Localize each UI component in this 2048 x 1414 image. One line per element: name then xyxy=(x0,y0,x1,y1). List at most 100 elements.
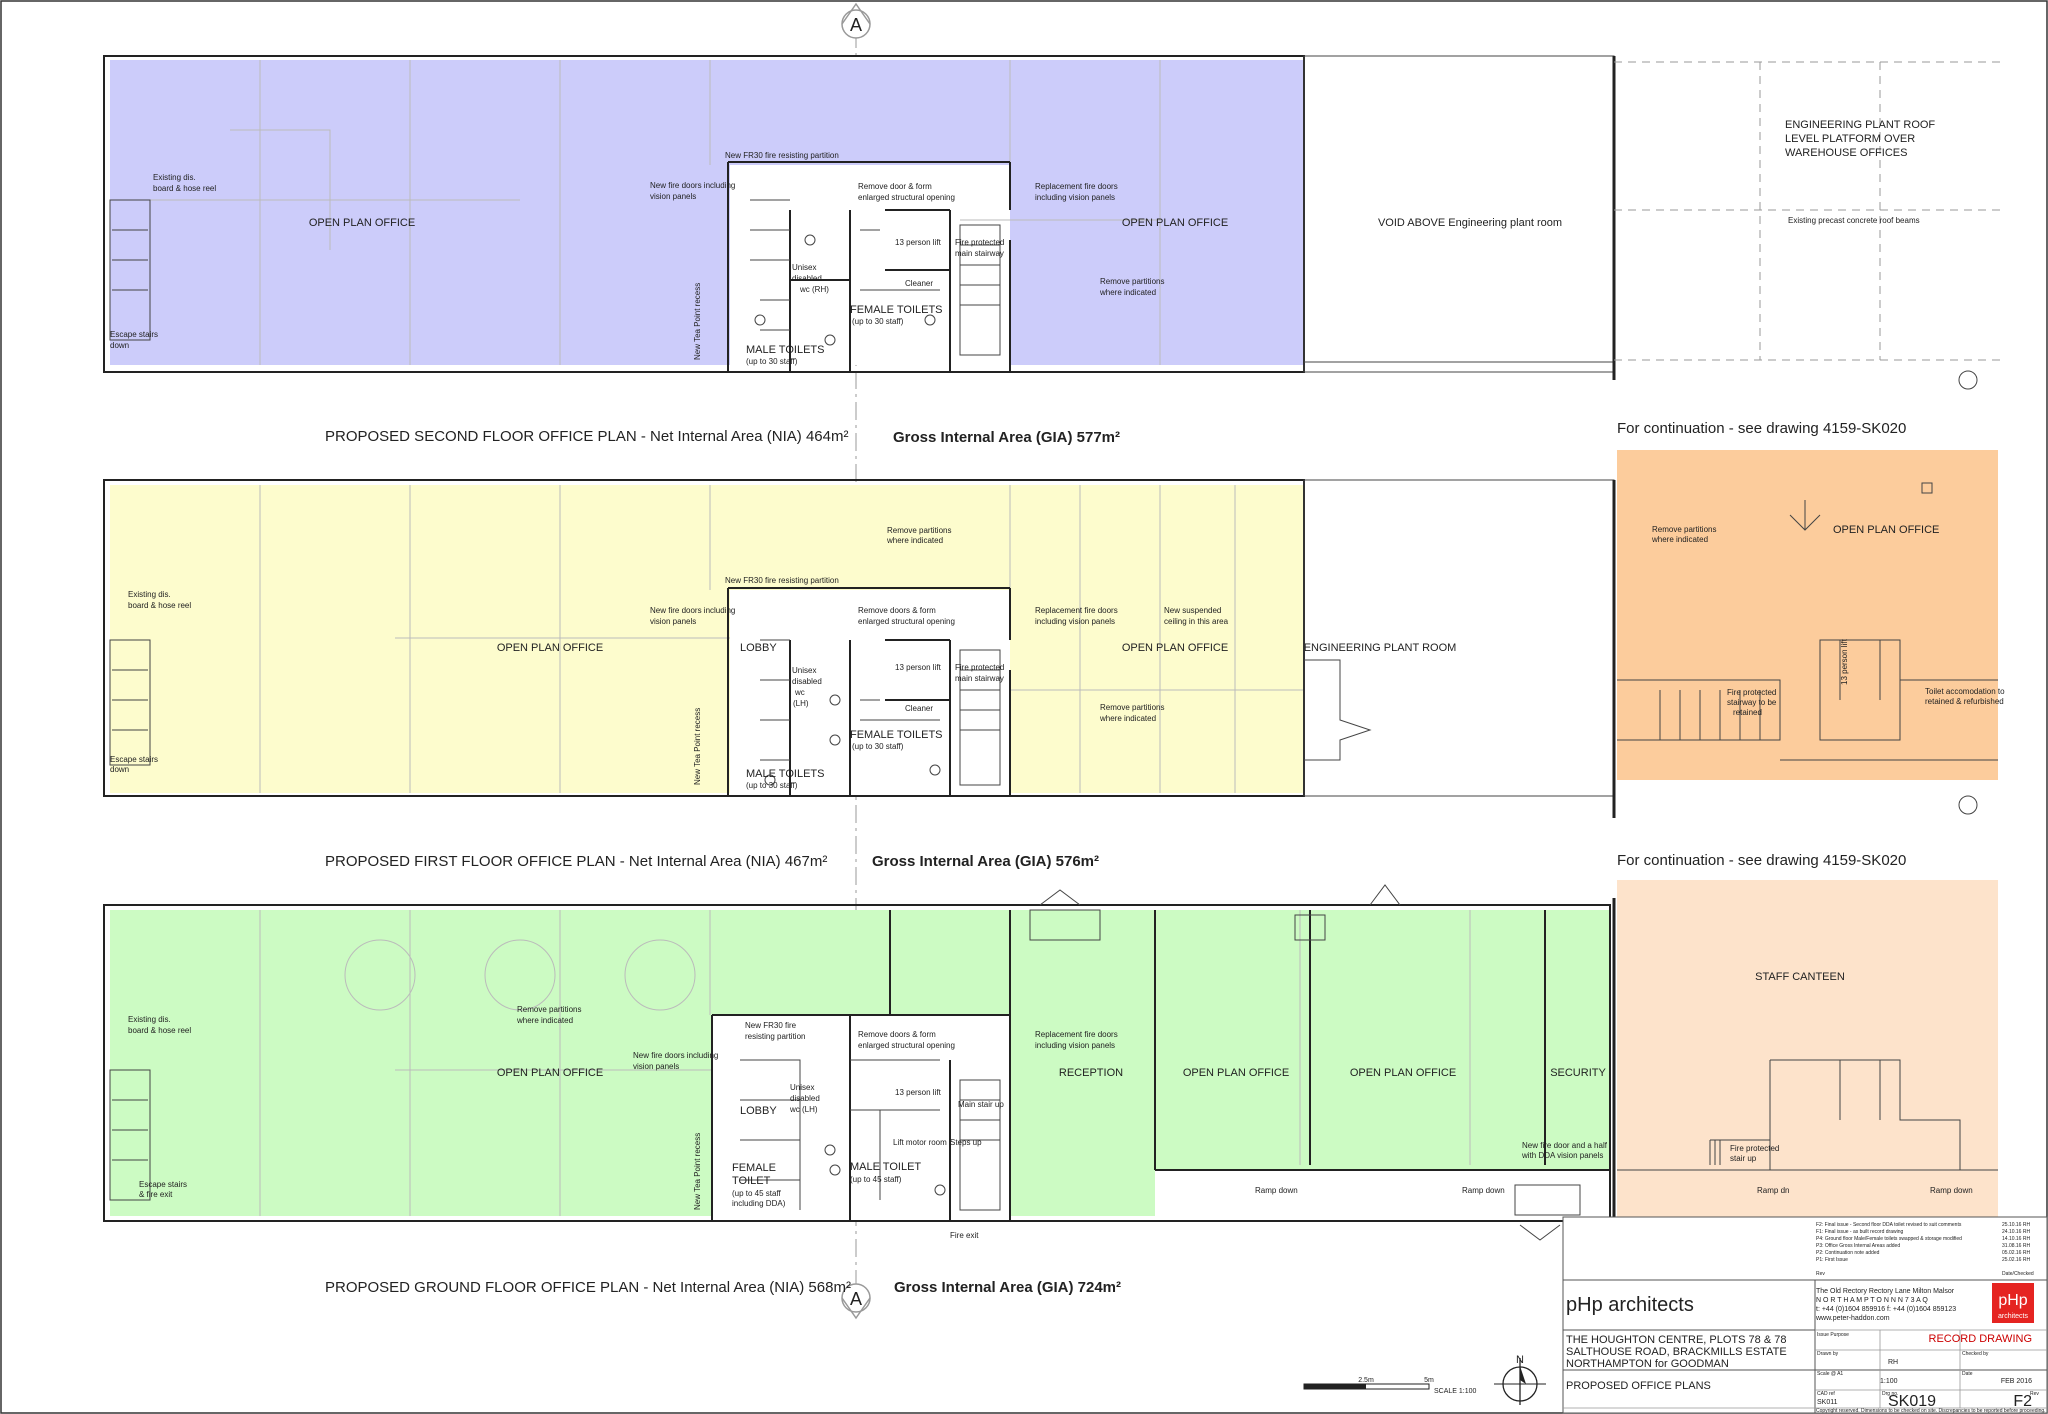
ff-existing-dis: Existing dis. xyxy=(128,590,171,599)
revision-number: F2 xyxy=(2013,1393,2032,1410)
php-logo: pHp architects xyxy=(1992,1283,2034,1323)
gf-existing-dis-2: board & hose reel xyxy=(128,1026,191,1035)
ff-escape-stairs-2: down xyxy=(110,765,129,774)
ff-remove-partitions-2: where indicated xyxy=(1099,714,1156,723)
second-floor-title: PROPOSED SECOND FLOOR OFFICE PLAN - Net … xyxy=(325,428,848,445)
revision-date: 25.10.16 RH xyxy=(2002,1222,2030,1228)
project-line-2: SALTHOUSE ROAD, BRACKMILLS ESTATE xyxy=(1566,1346,1787,1358)
firm-address-1: The Old Rectory Rectory Lane Milton Mals… xyxy=(1816,1288,1955,1295)
gf-new-tea-point: New Tea Point recess xyxy=(693,1133,702,1210)
sf-precast-beams: Existing precast concrete roof beams xyxy=(1788,216,1920,225)
second-floor-gia: Gross Internal Area (GIA) 577m² xyxy=(893,429,1120,446)
ff-escape-stairs: Escape stairs xyxy=(110,755,158,764)
cad-ref: SK011 xyxy=(1817,1399,1838,1406)
ff-cont-stair-2: stairway to be xyxy=(1727,698,1777,707)
ff-remove-top: Remove partitions xyxy=(887,526,951,535)
ff-lobby: LOBBY xyxy=(740,642,777,654)
ff-female-toilets: FEMALE TOILETS xyxy=(850,729,943,741)
gf-ramp-1: Ramp down xyxy=(1255,1186,1298,1195)
section-marker-bottom: A xyxy=(841,1283,871,1320)
gf-new-fire-doors-2: vision panels xyxy=(633,1062,679,1071)
gf-person-lift: 13 person lift xyxy=(895,1088,942,1097)
sf-replacement-doors-2: including vision panels xyxy=(1035,193,1115,202)
ff-fr30-note: New FR30 fire resisting partition xyxy=(725,576,839,585)
sf-person-lift: 13 person lift xyxy=(895,238,942,247)
sf-escape-stairs-2: down xyxy=(110,341,129,350)
gf-remove-door: Remove doors & form xyxy=(858,1030,936,1039)
gf-female-toilet: FEMALE xyxy=(732,1162,776,1174)
gf-open-plan-1: OPEN PLAN OFFICE xyxy=(497,1067,603,1079)
ff-new-tea-point: New Tea Point recess xyxy=(693,708,702,785)
ff-existing-dis-2: board & hose reel xyxy=(128,601,191,610)
ff-fire-protected-2: main stairway xyxy=(955,674,1004,683)
engineering-plant-room xyxy=(1303,479,1615,797)
issue-purpose: RECORD DRAWING xyxy=(1929,1333,2032,1345)
gf-ramp-3: Ramp dn xyxy=(1757,1186,1789,1195)
sf-remove-door-2: enlarged structural opening xyxy=(858,193,955,202)
sf-cleaner: Cleaner xyxy=(905,279,933,288)
ff-unisex-4: (LH) xyxy=(793,699,809,708)
gf-existing-dis: Existing dis. xyxy=(128,1015,171,1024)
ground-floor-plan xyxy=(103,880,1998,1242)
ground-floor-labels: OPEN PLAN OFFICE OPEN PLAN OFFICE OPEN P… xyxy=(128,971,1973,1240)
sf-void-above: VOID ABOVE Engineering plant room xyxy=(1378,217,1562,229)
gf-staff-canteen: STAFF CANTEEN xyxy=(1755,971,1845,983)
ground-floor-outer-wall xyxy=(103,904,1611,1222)
gf-female-toilet-2: TOILET xyxy=(732,1175,771,1187)
gf-cont-stair-2: stair up xyxy=(1730,1154,1757,1163)
revision-line: P3: Office Gross Internal Areas added xyxy=(1816,1243,1900,1249)
ff-open-plan-left: OPEN PLAN OFFICE xyxy=(497,642,603,654)
ff-unisex: Unisex xyxy=(792,666,816,675)
sf-remove-door: Remove door & form xyxy=(858,182,932,191)
sf-open-plan-left: OPEN PLAN OFFICE xyxy=(309,217,415,229)
ff-new-fire-doors: New fire doors including xyxy=(650,606,735,615)
gf-escape-stairs-2: & fire exit xyxy=(139,1190,173,1199)
gf-cont-stair: Fire protected xyxy=(1730,1144,1779,1153)
sf-male-sub: (up to 30 staff) xyxy=(746,357,798,366)
sf-remove-partitions-2: where indicated xyxy=(1099,288,1156,297)
gf-security: SECURITY xyxy=(1550,1067,1606,1079)
ground-floor-ramp-zone xyxy=(1155,1170,1610,1216)
ff-unisex-3: wc xyxy=(794,688,805,697)
first-floor-plan xyxy=(103,450,1998,818)
ff-cont-toilet: Toilet accomodation to xyxy=(1925,687,2005,696)
copyright-footer: Copyright reserved. Dimensions to be che… xyxy=(1816,1408,2046,1414)
gf-lift-motor: Lift motor room xyxy=(893,1138,947,1147)
first-floor-continuation: For continuation - see drawing 4159-SK02… xyxy=(1617,852,1906,869)
ff-remove-door: Remove doors & form xyxy=(858,606,936,615)
drawn-by: RH xyxy=(1888,1359,1898,1366)
sf-female-toilets: FEMALE TOILETS xyxy=(850,304,943,316)
sf-fire-protected: Fire protected xyxy=(955,238,1004,247)
ff-remove-partitions: Remove partitions xyxy=(1100,703,1164,712)
ff-cont-remove-2: where indicated xyxy=(1651,535,1708,544)
first-floor-gia: Gross Internal Area (GIA) 576m² xyxy=(872,853,1099,870)
sf-fire-protected-2: main stairway xyxy=(955,249,1004,258)
gf-reception: RECEPTION xyxy=(1059,1067,1123,1079)
sf-male-toilets: MALE TOILETS xyxy=(746,344,824,356)
ff-male-sub: (up to 30 staff) xyxy=(746,781,798,790)
ff-remove-door-2: enlarged structural opening xyxy=(858,617,955,626)
gf-remove-partitions: Remove partitions xyxy=(517,1005,581,1014)
drawing-number: SK019 xyxy=(1888,1393,1936,1410)
revision-line: P4: Ground floor Male/Female toilets swa… xyxy=(1816,1236,1962,1242)
revision-date: 24.10.16 RH xyxy=(2002,1229,2030,1235)
logo-text: pHp xyxy=(1998,1292,2027,1309)
gf-new-fire-door: New fire door and a half xyxy=(1522,1141,1608,1150)
revision-date: 25.02.16 RH xyxy=(2002,1257,2030,1263)
gf-female-sub-2: including DDA) xyxy=(732,1199,786,1208)
continuation-first-fill xyxy=(1617,450,1998,780)
scale-label: Scale @ A1 xyxy=(1817,1371,1843,1377)
first-floor-core xyxy=(730,590,1010,793)
sf-remove-partitions: Remove partitions xyxy=(1100,277,1164,286)
sf-new-fire-doors: New fire doors including xyxy=(650,181,735,190)
drawn-label: Drawn by xyxy=(1817,1351,1839,1357)
ff-cont-stair-3: retained xyxy=(1733,708,1762,717)
ff-cleaner: Cleaner xyxy=(905,704,933,713)
firm-name: pHp architects xyxy=(1566,1294,1694,1316)
gf-escape-stairs: Escape stairs xyxy=(139,1180,187,1189)
second-floor-office-fill xyxy=(110,60,1304,365)
section-marker-label: A xyxy=(850,15,862,35)
revision-col-label: Rev xyxy=(1816,1271,1825,1277)
